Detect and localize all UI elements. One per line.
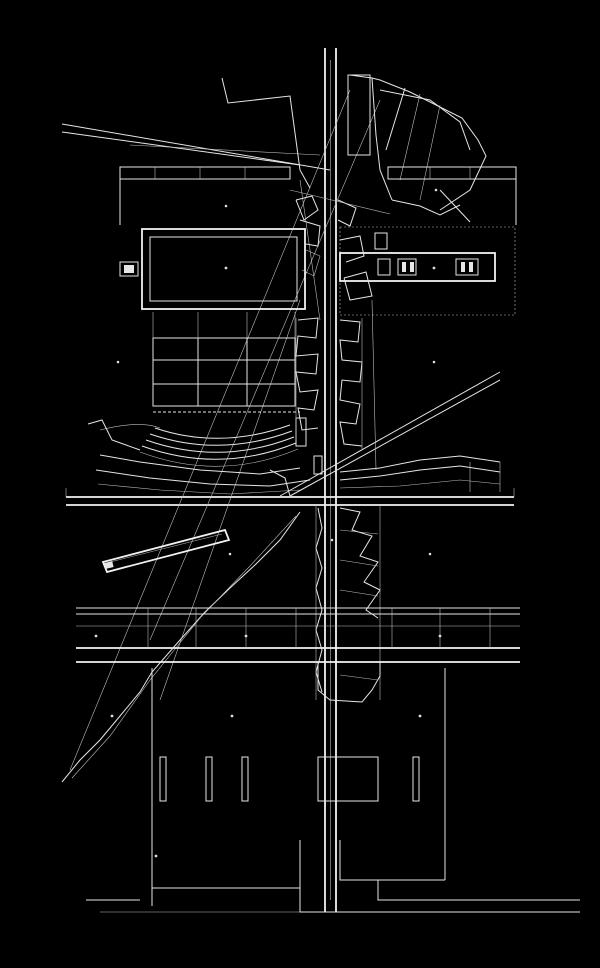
lower-horizontal-bands xyxy=(76,607,520,663)
stepped-wall xyxy=(61,511,301,783)
diagonal-bar-element xyxy=(101,528,231,574)
bottom-base-steps xyxy=(86,840,580,913)
spine-stair-treads-upper xyxy=(295,299,377,471)
seating-grid xyxy=(152,312,300,413)
curved-seating-rows xyxy=(87,417,323,497)
right-curved-band xyxy=(339,455,501,492)
lower-spine-structure xyxy=(317,662,381,703)
upper-right-annex xyxy=(339,226,516,316)
upper-left-room xyxy=(119,228,306,310)
connector-fragments xyxy=(289,179,391,321)
spine-stair-treads-lower xyxy=(315,505,381,700)
top-horizontal-band xyxy=(119,166,517,225)
main-horizontal-axis xyxy=(65,488,515,506)
lower-building-block xyxy=(110,668,446,906)
stepped-wall-inner xyxy=(71,515,297,779)
level-markers xyxy=(116,188,438,556)
top-zigzag-line xyxy=(221,77,311,189)
angular-roof-element xyxy=(347,74,487,223)
